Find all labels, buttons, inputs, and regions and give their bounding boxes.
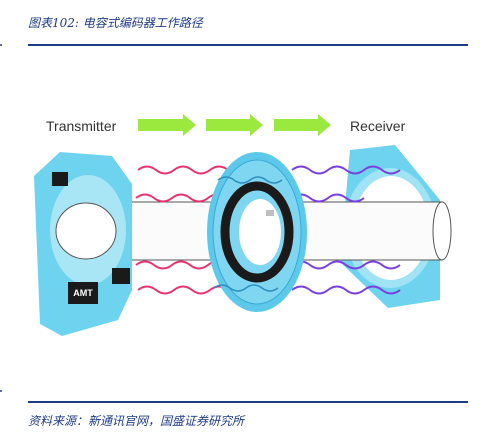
arrow-icon (138, 114, 196, 136)
edge-mark (0, 390, 2, 392)
transmitter-disk: AMT (34, 152, 132, 336)
top-rule (28, 44, 468, 46)
arrow-icon (274, 114, 331, 136)
amt-chip-icon (68, 282, 98, 304)
chip-icon (112, 268, 130, 284)
figure-caption: 图表102: 电容式编码器工作路径 (28, 16, 203, 30)
figure-source: 资料来源：新通讯官网，国盛证券研究所 (28, 414, 245, 428)
receive-waves (291, 165, 401, 295)
signal-arrows (138, 114, 331, 136)
bottom-rule (28, 401, 468, 403)
arrow-icon (206, 114, 263, 136)
transmitter-label: Transmitter (46, 118, 117, 134)
amt-chip-label: AMT (73, 288, 93, 298)
edge-mark (0, 44, 2, 46)
chip-icon (52, 172, 68, 186)
transmit-waves (135, 165, 229, 295)
receiver-label: Receiver (350, 118, 406, 134)
rotor-disk (207, 152, 307, 312)
